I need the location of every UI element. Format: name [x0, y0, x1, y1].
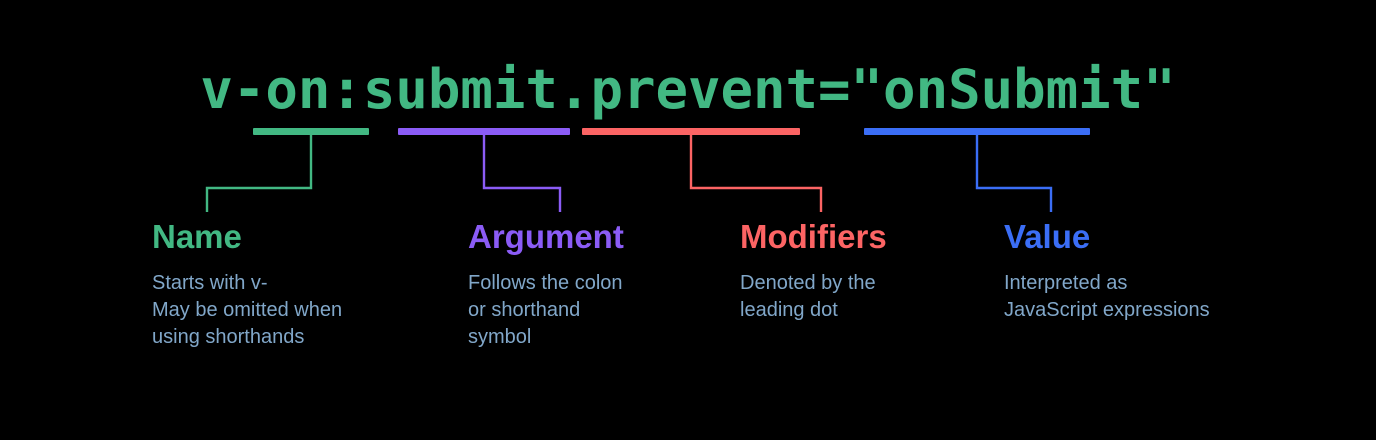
part-block-value: Value Interpreted as JavaScript expressi…: [1004, 218, 1304, 324]
elbow-connector-argument: [482, 135, 562, 212]
part-description-argument: Follows the colon or shorthand symbol: [468, 272, 623, 348]
part-title-argument: Argument: [468, 218, 624, 255]
elbow-connector-modifiers: [689, 135, 823, 212]
elbow-connector-name: [205, 135, 313, 212]
part-description-name: Starts with v- May be omitted when using…: [152, 272, 343, 348]
part-title-name: Name: [152, 218, 242, 255]
part-title-value: Value: [1004, 218, 1091, 255]
underline-bar-argument: [398, 128, 570, 135]
underline-bar-name: [253, 128, 369, 135]
elbow-connector-value: [975, 135, 1053, 212]
part-block-name: Name Starts with v- May be omitted when …: [152, 218, 442, 351]
part-block-argument: Argument Follows the colon or shorthand …: [468, 218, 718, 351]
underline-bar-value: [864, 128, 1090, 135]
part-description-modifiers: Denoted by the leading dot: [740, 272, 876, 321]
part-block-modifiers: Modifiers Denoted by the leading dot: [740, 218, 975, 324]
part-title-modifiers: Modifiers: [740, 218, 887, 255]
part-description-value: Interpreted as JavaScript expressions: [1004, 272, 1210, 321]
code-expression: v-on:submit.prevent="onSubmit": [200, 58, 1176, 121]
underline-bar-modifiers: [582, 128, 800, 135]
